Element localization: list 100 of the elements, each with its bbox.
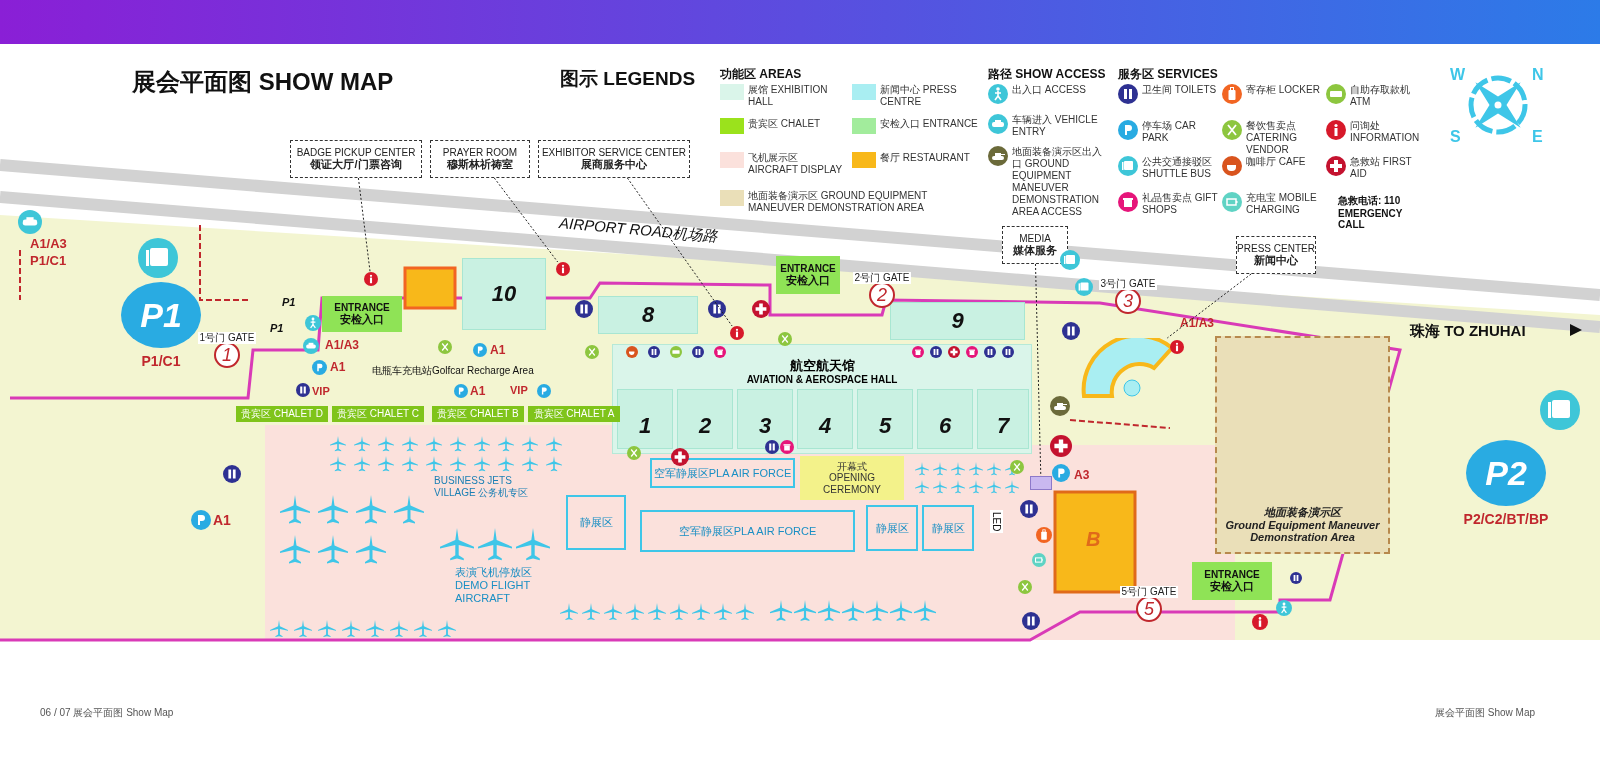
parking-zone-label: A1 (490, 343, 506, 357)
entrance-area (1192, 562, 1272, 600)
entrance-label: 安检入口 (1210, 580, 1254, 594)
callout-box (290, 140, 422, 178)
exhibition-hall (977, 389, 1029, 449)
legend-section-heading: 功能区 AREAS (720, 66, 802, 83)
restaurant-letter: B (1086, 528, 1101, 551)
gate-label: 5号门 GATE (1119, 586, 1179, 598)
gate-label: 2号门 GATE (852, 272, 912, 284)
legend-text: 公共交通接驳区 SHUTTLE BUS (1142, 156, 1213, 180)
exhibition-hall (598, 296, 698, 334)
callout-text: PRAYER ROOM (442, 146, 518, 158)
display-area-label: 静展区 (875, 521, 909, 535)
chalet-block (528, 406, 620, 422)
road-destination: 珠海 TO ZHUHAI (1410, 322, 1526, 341)
legend-text: 礼品售卖点 GIFT SHOPS (1142, 192, 1219, 216)
area-note: 电瓶车充电站Golfcar Recharge Area (372, 364, 534, 378)
information-icon (556, 262, 570, 276)
information-icon (364, 272, 378, 286)
exhibition-hall (462, 258, 546, 330)
gate-label: 3号门 GATE (1098, 278, 1158, 290)
route-label: P1 (282, 296, 296, 308)
callout-box (1236, 236, 1316, 274)
legend-section-heading: 路径 SHOW ACCESS (988, 66, 1106, 83)
entrance-label: 安检入口 (340, 313, 384, 327)
hall-number: 5 (878, 413, 892, 439)
legend-text: 急救站 FIRST AID (1350, 156, 1413, 180)
chalet-block (332, 406, 424, 422)
map-title: 展会平面图 SHOW MAP (132, 67, 394, 97)
exhibition-hall (677, 389, 733, 449)
compass-letter: W (1450, 66, 1466, 84)
chalet-block (236, 406, 328, 422)
callout-text: MEDIA (1019, 232, 1051, 245)
static-display-area (640, 510, 855, 552)
route-label: P1/C1 (30, 253, 67, 268)
exhibition-hall (890, 302, 1025, 340)
screen-label: LED (990, 510, 1003, 534)
legend-text: 卫生间 TOILETS (1142, 84, 1218, 96)
legend-text: 地面装备演示区 GROUND EQUIPMENT MANEUVER DEMONSTRATION AREA (748, 190, 929, 214)
display-area-label: 空军静展区PLA AIR FORCE (678, 524, 817, 538)
exhibition-hall (917, 389, 973, 449)
ceremony-area (800, 456, 904, 500)
emergency-call-note: 急救电话: 110 EMERGENCY CALL (1338, 194, 1404, 230)
legend-text: 飞机展示区 AIRCRAFT DISPLAY (748, 152, 844, 176)
entrance-label: 安检入口 (786, 274, 830, 288)
hall-number: 9 (951, 308, 964, 334)
callout-box (430, 140, 530, 178)
legend-text: 问询处 INFORMATION (1350, 120, 1421, 144)
legend-text: 出入口 ACCESS (1012, 84, 1087, 96)
hall-number: 4 (818, 413, 832, 439)
callout-text: PRESS CENTER (1237, 242, 1315, 254)
parking-zone-label: P1/C1 (141, 353, 181, 370)
vip-label: VIP (312, 385, 330, 397)
hall-name: 航空航天馆 (789, 359, 855, 374)
entrance-area (776, 256, 840, 294)
hall-number: 7 (996, 413, 1010, 439)
display-area-label: 静展区 (931, 521, 965, 535)
legend-text: 安检入口 ENTRANCE (880, 118, 979, 130)
compass-letter: S (1450, 128, 1461, 146)
leader-line (1035, 263, 1042, 477)
compass-letter: N (1532, 66, 1544, 84)
legend-text: 新闻中心 PRESS CENTRE (880, 84, 958, 108)
media-booth (1030, 476, 1052, 490)
legend-text: 咖啡厅 CAFE (1246, 156, 1307, 168)
vip-label: VIP (510, 384, 528, 396)
chalet-label: 贵宾区 CHALET C (336, 408, 420, 420)
route-label: P1 (270, 322, 284, 334)
exhibition-hall (857, 389, 913, 449)
callout-text: 穆斯林祈祷室 (447, 158, 513, 172)
legend-text: 自助存取款机 ATM (1350, 84, 1411, 108)
legend-text: 餐厅 RESTAURANT (880, 152, 971, 164)
area-name: Ground Equipment Maneuver Demonstration Area (1224, 518, 1381, 544)
road-name: AIRPORT ROAD机场路 (558, 214, 719, 247)
display-area-label: 空军静展区PLA AIR FORCE (653, 466, 792, 480)
chalet-label: 贵宾区 CHALET A (533, 408, 615, 420)
static-display-area (922, 505, 974, 551)
hall-number: 8 (641, 302, 655, 328)
legend-text: 餐饮售卖点 CATERING VENDOR (1246, 120, 1298, 156)
parking-zone-label: P2/C2/BT/BP (1463, 511, 1549, 528)
entrance-label: ENTRANCE (1204, 568, 1260, 580)
legend-text: 地面装备演示区出入口 GROUND EQUIPMENT MANEUVER DEMONSTRATION AREA ACCESS (1012, 146, 1103, 218)
leader-line (1166, 273, 1252, 339)
callout-text: 领证大厅/门票咨询 (310, 158, 402, 172)
chalet-label: 贵宾区 CHALET D (240, 408, 324, 420)
exhibition-hall (797, 389, 853, 449)
callout-text: 展商服务中心 (581, 158, 647, 172)
page-footer: 展会平面图 Show Map (1435, 706, 1536, 720)
ceremony-label: OPENING CEREMONY (822, 472, 882, 496)
demonstration-area (1215, 336, 1390, 554)
leader-line (493, 177, 559, 263)
parking-zone-label: A1 (213, 512, 231, 528)
parking-zone-label: A3 (1074, 468, 1090, 482)
entrance-label: ENTRANCE (780, 262, 836, 274)
information-icon (730, 326, 744, 340)
chalet-block (432, 406, 524, 422)
callout-text: 媒体服务 (1013, 244, 1057, 258)
legend-text: 寄存柜 LOCKER (1246, 84, 1321, 96)
route-label: A1/A3 (1180, 316, 1214, 330)
display-area-label: 静展区 (579, 516, 613, 529)
parking-zone-label: A1 (470, 384, 486, 398)
